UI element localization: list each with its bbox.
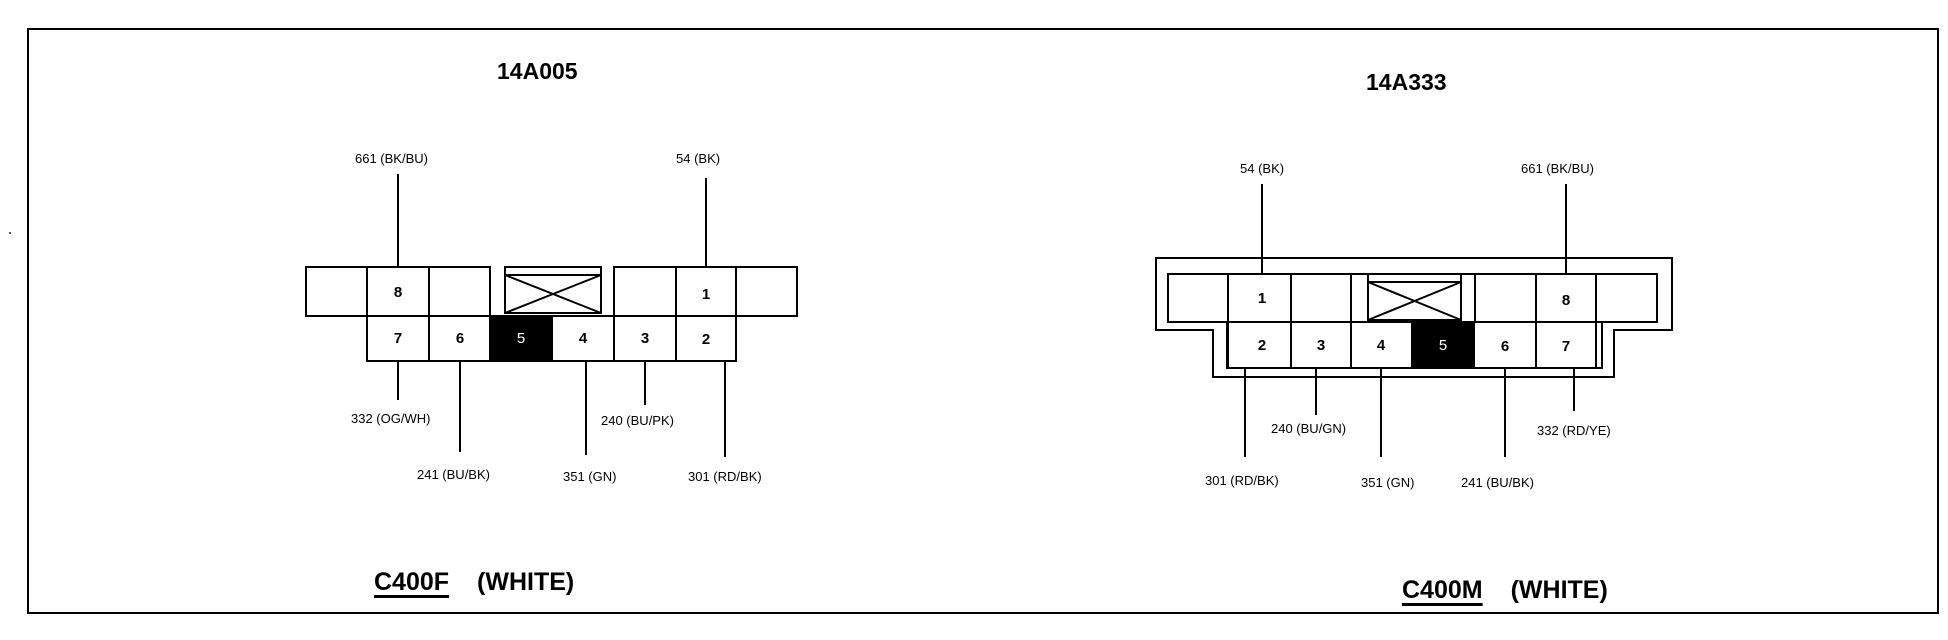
left-pin-7: 7 bbox=[394, 330, 402, 347]
left-cavity-empty-b bbox=[613, 266, 677, 317]
right-cavity-7 bbox=[1535, 321, 1597, 369]
right-wire-241: 241 (BU/BK) bbox=[1461, 475, 1534, 490]
right-wire-54: 54 (BK) bbox=[1240, 161, 1285, 176]
right-wire-240: 240 (BU/GN) bbox=[1271, 421, 1347, 436]
left-connector-label: C400F (WHITE) bbox=[374, 570, 574, 595]
left-ear-right bbox=[735, 266, 798, 317]
left-wire-301: 301 (RD/BK) bbox=[688, 469, 762, 484]
right-connector-face bbox=[1155, 257, 1673, 378]
left-cavity-empty-a bbox=[428, 266, 491, 317]
scan-speck bbox=[9, 232, 11, 234]
right-pin-7: 7 bbox=[1562, 338, 1570, 355]
left-ear-left bbox=[305, 266, 368, 317]
left-cavity-2 bbox=[675, 315, 737, 362]
right-cavity-empty-a bbox=[1290, 273, 1352, 323]
left-pin-8: 8 bbox=[394, 284, 402, 301]
right-key-box bbox=[1367, 273, 1462, 321]
left-wire-661: 661 (BK/BU) bbox=[355, 151, 428, 166]
left-connector-face bbox=[305, 266, 798, 362]
left-wire-leads bbox=[397, 174, 726, 457]
left-wire-241: 241 (BU/BK) bbox=[417, 467, 490, 482]
left-pin-3: 3 bbox=[641, 330, 649, 347]
left-wire-54: 54 (BK) bbox=[676, 151, 721, 166]
left-pin-6: 6 bbox=[456, 330, 464, 347]
left-pin-4: 4 bbox=[579, 330, 588, 347]
right-pin-6: 6 bbox=[1501, 338, 1509, 355]
right-connector-type: (WHITE) bbox=[1510, 576, 1608, 604]
left-connector-id: C400F bbox=[374, 568, 450, 596]
right-ear-left bbox=[1167, 273, 1229, 323]
right-ear-right bbox=[1595, 273, 1658, 323]
right-pin-5: 5 bbox=[1439, 337, 1447, 354]
right-connector-id: C400M bbox=[1402, 576, 1483, 604]
right-cavity-empty-b bbox=[1474, 273, 1537, 323]
left-part-number: 14A005 bbox=[497, 58, 578, 84]
right-wire-332: 332 (RD/YE) bbox=[1537, 423, 1611, 438]
right-outer-housing bbox=[1155, 257, 1673, 378]
left-wire-240: 240 (BU/PK) bbox=[601, 413, 674, 428]
right-pin-4: 4 bbox=[1377, 337, 1386, 354]
diagram-frame bbox=[27, 28, 1939, 614]
right-wire-leads bbox=[1244, 184, 1575, 457]
left-wire-351: 351 (GN) bbox=[563, 469, 617, 484]
right-wire-661: 661 (BK/BU) bbox=[1521, 161, 1594, 176]
left-key-box bbox=[504, 266, 602, 314]
right-pin-3: 3 bbox=[1317, 337, 1325, 354]
left-pin-1: 1 bbox=[702, 286, 710, 303]
left-pin-5: 5 bbox=[517, 330, 525, 347]
right-pin-1: 1 bbox=[1258, 290, 1266, 307]
right-part-number: 14A333 bbox=[1366, 69, 1447, 95]
right-pin-2: 2 bbox=[1258, 337, 1266, 354]
left-pin-2: 2 bbox=[702, 331, 710, 348]
right-pin-8: 8 bbox=[1562, 292, 1570, 309]
right-wire-351: 351 (GN) bbox=[1361, 475, 1415, 490]
left-connector-type: (WHITE) bbox=[477, 568, 575, 596]
right-connector-label: C400M (WHITE) bbox=[1402, 578, 1608, 603]
left-wire-332: 332 (OG/WH) bbox=[351, 411, 431, 426]
right-wire-301: 301 (RD/BK) bbox=[1205, 473, 1279, 488]
